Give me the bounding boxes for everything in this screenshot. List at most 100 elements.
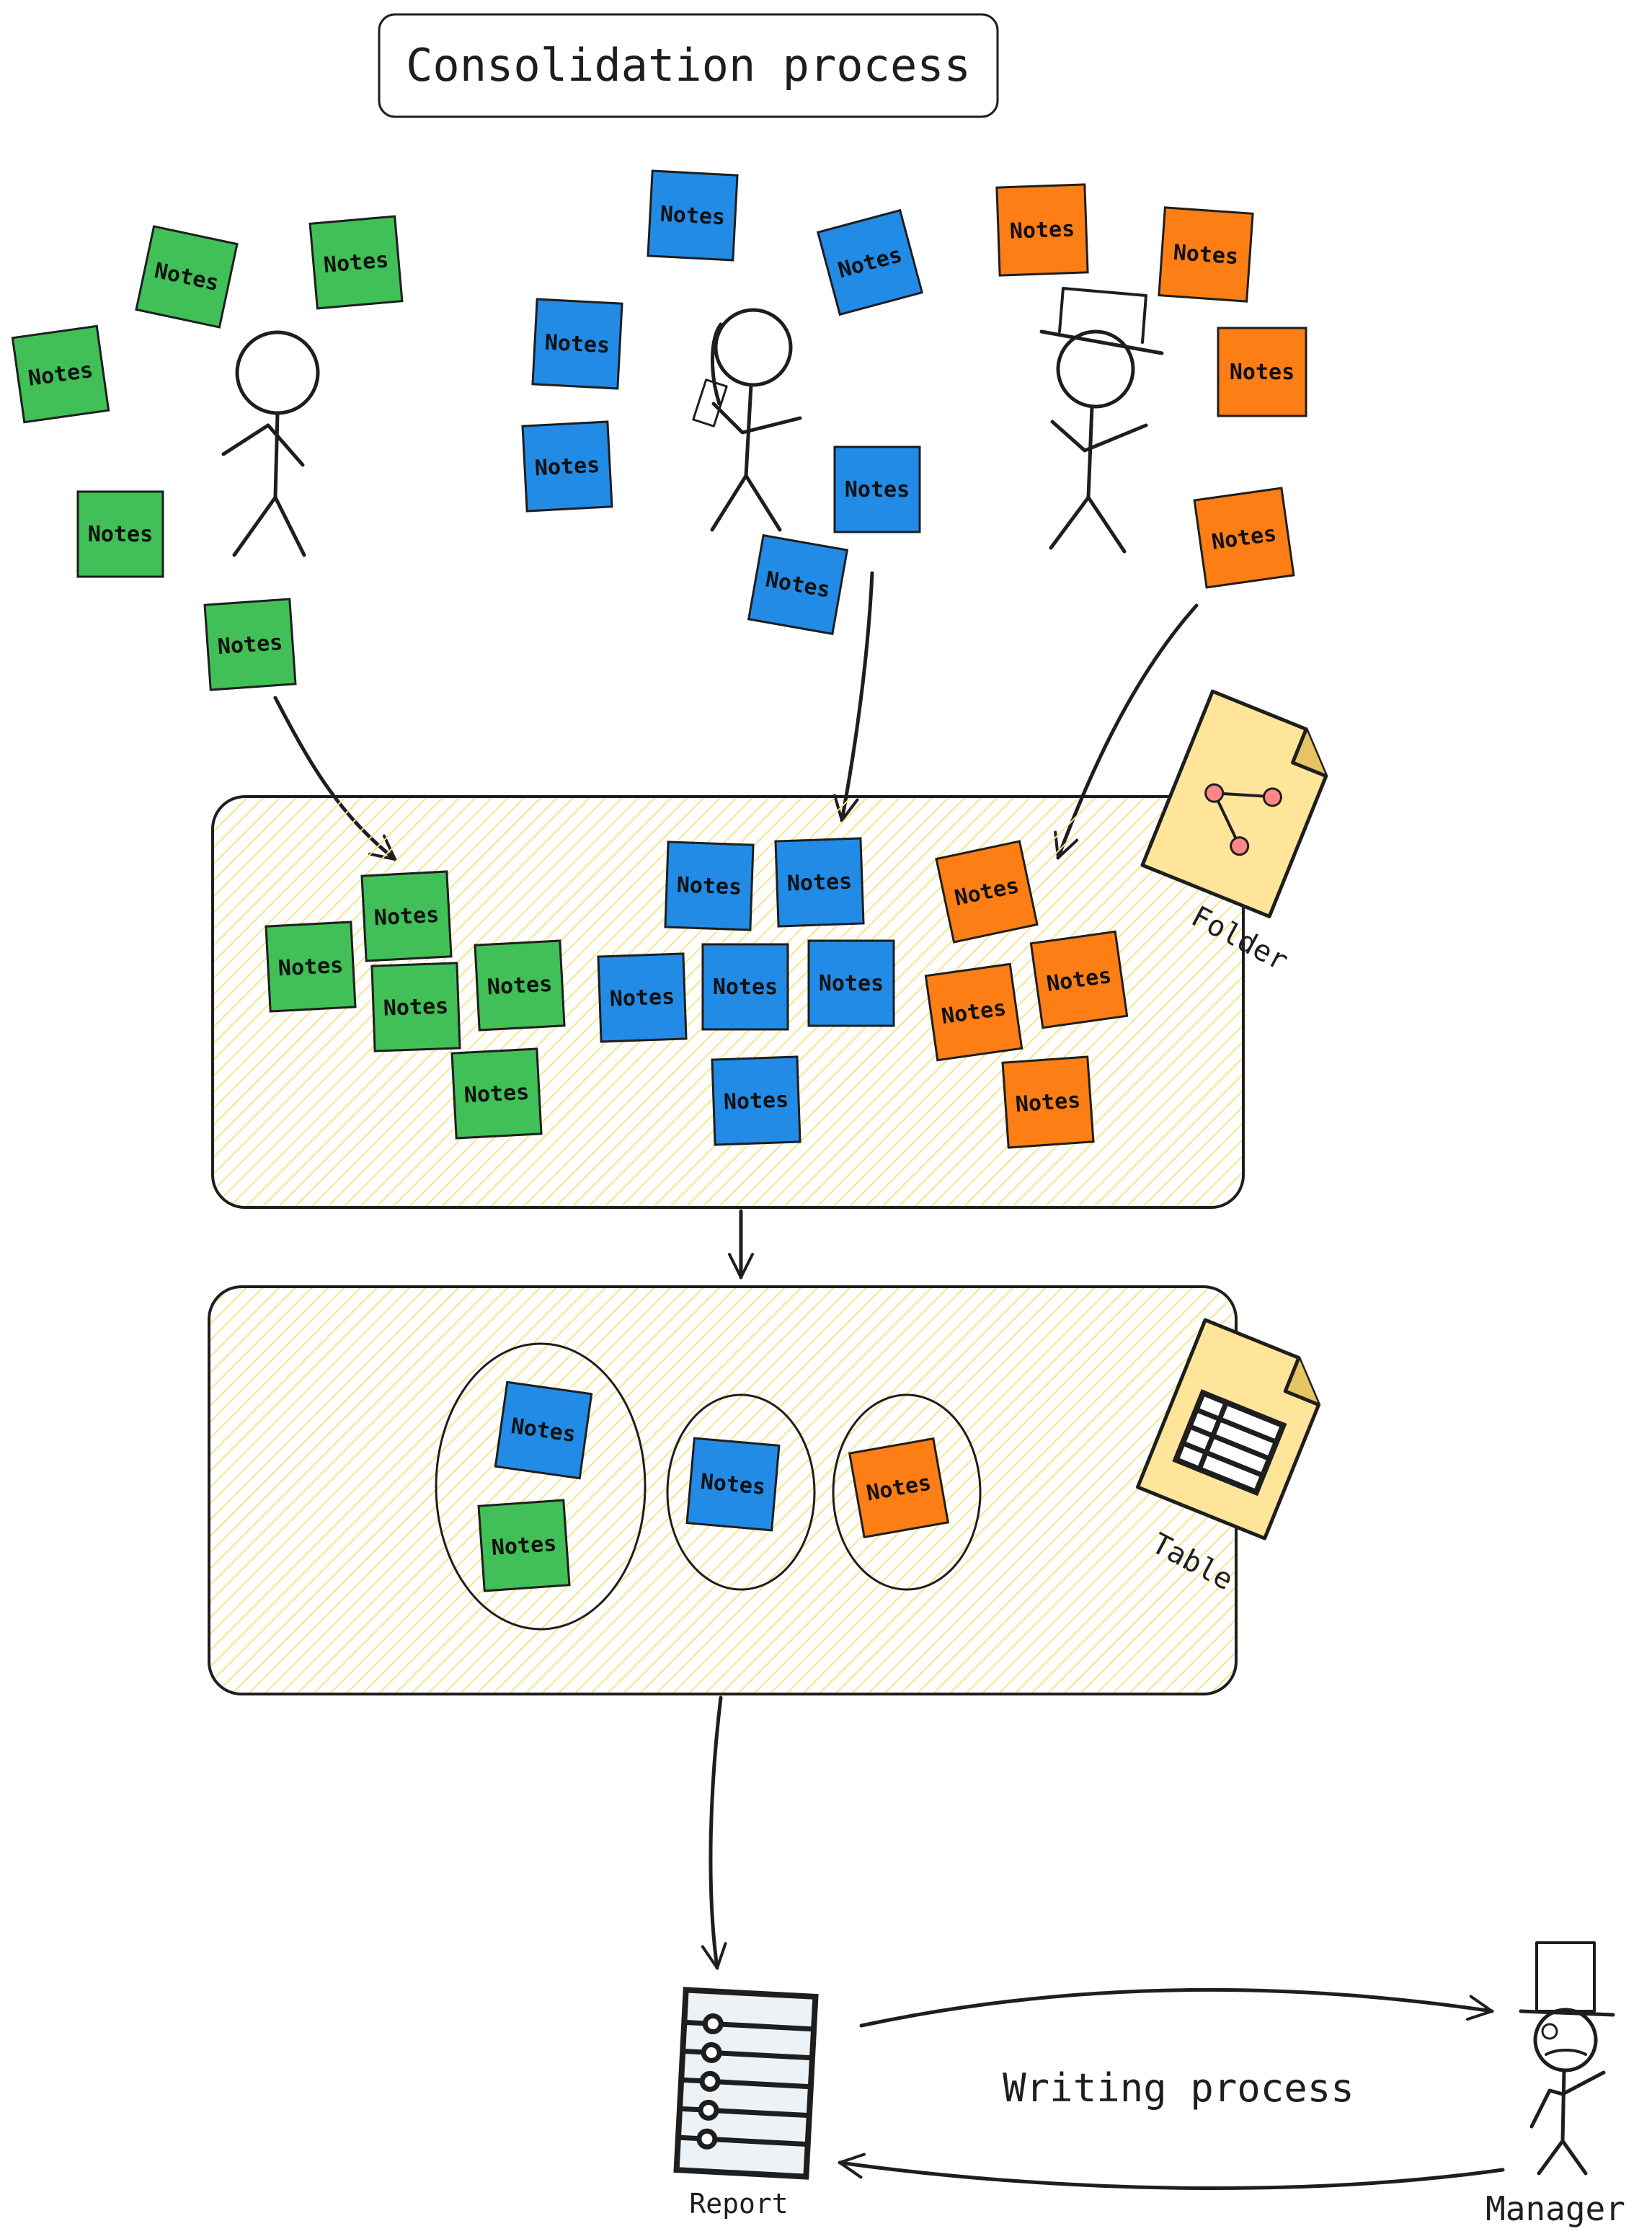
scattered-note-blue: Notes <box>647 169 739 262</box>
group-ellipse-3 <box>832 1393 982 1591</box>
folder-share-icon <box>1140 689 1328 918</box>
scattered-note-green-square <box>135 225 239 329</box>
folder-note-blue-square <box>774 837 865 928</box>
folder-note-blue-label: Notes <box>819 971 884 996</box>
scattered-note-blue: Notes <box>816 208 924 316</box>
folder-note-blue-label: Notes <box>676 872 742 900</box>
scattered-note-blue-square <box>747 533 849 636</box>
scattered-note-orange-square <box>1193 487 1295 589</box>
folder-note-green: Notes <box>370 962 461 1052</box>
scattered-note-blue-label: Notes <box>534 453 600 482</box>
scattered-note-orange: Notes <box>995 183 1089 277</box>
folder-note-blue: Notes <box>807 939 895 1027</box>
folder-note-green: Notes <box>360 870 453 962</box>
manager-label: Manager <box>1486 2189 1625 2228</box>
scattered-note-green-label: Notes <box>88 522 153 547</box>
folder-note-green-square <box>370 962 461 1052</box>
scattered-note-orange-label: Notes <box>1230 360 1294 385</box>
folder-note-green: Notes <box>474 939 566 1032</box>
folder-note-green-square <box>474 939 566 1032</box>
scattered-note-blue-label: Notes <box>845 477 910 502</box>
table-note-green: Notes <box>477 1499 571 1592</box>
folder-note-blue: Notes <box>597 952 688 1043</box>
report-list-icon <box>673 1987 819 2180</box>
manager-figure <box>1519 1941 1615 2176</box>
arrow-report-to-manager <box>859 1987 1494 2028</box>
scattered-note-orange-label: Notes <box>1173 240 1240 270</box>
table-note-blue-square <box>685 1437 781 1532</box>
folder-note-blue: Notes <box>774 837 865 928</box>
table-note-green-square <box>477 1499 571 1592</box>
report-label: Report <box>689 2188 788 2220</box>
folder-note-orange: Notes <box>1029 930 1129 1029</box>
folder-note-blue-square <box>597 952 688 1043</box>
scattered-note-green: Notes <box>308 215 404 310</box>
scattered-note-green-label: Notes <box>323 247 390 278</box>
scattered-note-green: Notes <box>11 324 110 424</box>
folder-note-orange: Notes <box>924 962 1023 1062</box>
page-title: Consolidation process <box>406 39 971 92</box>
table-note-blue: Notes <box>494 1380 593 1480</box>
folder-note-blue-label: Notes <box>713 975 778 1000</box>
person-blue <box>692 308 802 532</box>
scattered-note-green: Notes <box>203 598 297 691</box>
scattered-note-blue-label: Notes <box>544 330 610 359</box>
folder-note-green-square <box>360 870 453 962</box>
scattered-note-blue: Notes <box>747 533 849 636</box>
folder-note-green-square <box>450 1047 543 1140</box>
scattered-note-blue-label: Notes <box>660 202 726 231</box>
folder-note-green-square <box>265 921 357 1013</box>
folder-note-blue: Notes <box>711 1055 801 1146</box>
folder-note-orange-square <box>1001 1055 1095 1149</box>
scattered-note-blue: Notes <box>521 420 613 513</box>
folder-note-green-label: Notes <box>277 953 344 982</box>
scattered-note-blue: Notes <box>531 298 623 390</box>
scattered-note-blue-square <box>521 420 613 513</box>
group-ellipse-2 <box>666 1393 816 1591</box>
scattered-note-orange-square <box>1217 327 1307 417</box>
table-note-blue-square <box>494 1380 593 1480</box>
scattered-note-green-square <box>11 324 110 424</box>
scattered-note-green: Notes <box>76 490 164 578</box>
folder-note-blue-label: Notes <box>723 1087 789 1114</box>
folder-note-green-label: Notes <box>373 903 440 931</box>
folder-note-green-label: Notes <box>463 1080 530 1109</box>
folder-note-blue-label: Notes <box>786 869 852 896</box>
scattered-note-orange: Notes <box>1193 487 1295 589</box>
group-ellipse-1 <box>435 1342 647 1631</box>
scattered-note-orange-square <box>995 183 1089 277</box>
scattered-note-green: Notes <box>135 225 239 329</box>
writing-process-label: Writing process <box>1003 2065 1354 2111</box>
table-note-orange-square <box>848 1437 950 1539</box>
scattered-note-orange-square <box>1158 206 1254 303</box>
folder-note-orange-label: Notes <box>1015 1088 1082 1117</box>
scattered-note-blue: Notes <box>833 445 921 533</box>
scattered-note-green-square <box>76 490 164 578</box>
folder-note-green-label: Notes <box>487 972 553 1001</box>
scattered-note-blue-square <box>647 169 739 262</box>
folder-note-blue-square <box>807 939 895 1027</box>
folder-note-green: Notes <box>450 1047 543 1140</box>
scattered-note-blue-square <box>816 208 924 316</box>
folder-note-orange-square <box>935 840 1039 944</box>
folder-note-blue-square <box>664 841 755 931</box>
folder-note-green: Notes <box>265 921 357 1013</box>
folder-note-green-label: Notes <box>383 993 448 1021</box>
folder-note-blue: Notes <box>664 841 755 931</box>
scattered-note-blue-square <box>833 445 921 533</box>
folder-note-orange: Notes <box>935 840 1039 944</box>
folder-note-orange: Notes <box>1001 1055 1095 1149</box>
scattered-note-orange: Notes <box>1158 206 1254 303</box>
table-note-orange: Notes <box>848 1437 950 1539</box>
title-box: Consolidation process <box>378 13 999 118</box>
folder-note-blue: Notes <box>701 943 789 1031</box>
scattered-note-green-label: Notes <box>217 630 284 660</box>
scattered-note-green-square <box>203 598 297 691</box>
person-green <box>221 330 320 557</box>
folder-note-orange-square <box>924 962 1023 1062</box>
folder-note-blue-label: Notes <box>609 984 675 1011</box>
